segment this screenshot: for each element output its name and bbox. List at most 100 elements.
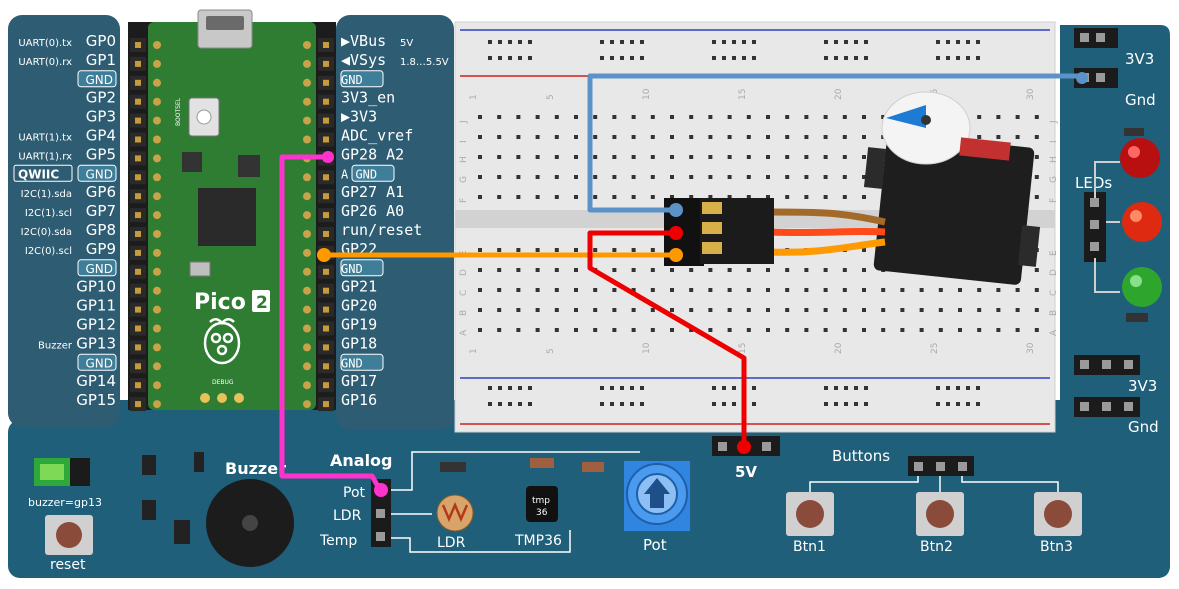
pin-func-left: UART(1).rx (18, 151, 72, 162)
header-pin-gold (323, 325, 329, 332)
header-pin-gold (323, 60, 329, 67)
rail-hole (864, 386, 868, 390)
five-v-label: 5V (735, 463, 757, 481)
pico-pad (303, 305, 311, 314)
rail-hole (864, 402, 868, 406)
label-gnd-top: Gnd (1125, 91, 1156, 109)
rail-hole (732, 402, 736, 406)
reset-button[interactable]: reset (45, 515, 93, 573)
bb-hole (785, 288, 790, 292)
bb-hole (804, 155, 809, 159)
rail-hole (712, 402, 716, 406)
btn2-label: Btn2 (920, 539, 953, 555)
bb-row-letter: A (1049, 329, 1059, 336)
bb-hole (1015, 288, 1020, 292)
pin-label-right: run/reset (341, 221, 422, 239)
bb-hole (612, 135, 617, 139)
buzzer-jumper[interactable]: buzzer=gp13 (28, 458, 102, 509)
pico-pad (303, 97, 311, 106)
rail-hole (620, 56, 624, 60)
left-gnd-box (77, 353, 117, 371)
bb-hole (689, 195, 694, 199)
wire-blue-gnd-to-servo[interactable] (587, 73, 1085, 213)
bb-hole (1034, 175, 1039, 179)
ldr-sensor: LDR (436, 494, 474, 551)
pico-pad (153, 78, 161, 87)
bb-hole (977, 328, 982, 332)
bb-hole (650, 175, 655, 179)
analog-pin-pot: Pot (343, 485, 366, 501)
header-pin-gold (135, 98, 141, 105)
rail-hole (844, 402, 848, 406)
pin-label-right: GP27 A1 (341, 183, 404, 201)
left-gnd-box (77, 70, 117, 88)
button-btn1[interactable]: Btn1 (786, 492, 834, 555)
bb-hole (535, 115, 540, 119)
rail-hole (712, 386, 716, 390)
rail-hole (824, 402, 828, 406)
bb-hole (670, 175, 674, 179)
bb-hole (938, 288, 943, 292)
bb-hole (497, 155, 502, 159)
label-3v3-top: 3V3 (1125, 50, 1154, 68)
rail-hole (488, 56, 492, 60)
bb-hole (497, 135, 502, 139)
bb-hole (650, 135, 655, 139)
bb-hole (516, 195, 521, 199)
bb-hole (842, 175, 847, 179)
bb-hole (708, 155, 713, 159)
rail-hole (752, 386, 756, 390)
header-pin (1102, 402, 1111, 411)
bb-hole (842, 155, 847, 159)
header-pin-gold (323, 306, 329, 313)
rail-hole (966, 402, 970, 406)
bb-hole (1034, 155, 1039, 159)
bb-hole (516, 175, 521, 179)
header-pin-gold (135, 344, 141, 351)
rail-hole (498, 386, 502, 390)
bb-col-number: 20 (834, 88, 844, 100)
rail-hole (640, 402, 644, 406)
rail-hole (722, 402, 726, 406)
rail-hole (712, 40, 716, 44)
bb-hole (497, 308, 502, 312)
bb-hole (708, 328, 713, 332)
pin-func-left: I2C(0).scl (25, 246, 72, 257)
pin-func-left: UART(0).rx (18, 57, 72, 68)
bb-hole (746, 288, 751, 292)
rail-hole (528, 386, 532, 390)
wire-red-5v-to-servo[interactable] (587, 230, 747, 449)
wire-pink-gp28-to-pot[interactable] (279, 154, 383, 493)
bb-row-letter: G (1049, 176, 1059, 183)
bb-hole (785, 175, 790, 179)
base-board-lower (8, 420, 1170, 578)
button-btn2[interactable]: Btn2 (916, 492, 964, 555)
rail-hole (752, 40, 756, 44)
header-pin-gold (135, 60, 141, 67)
bb-hole (862, 135, 866, 139)
rail-hole (620, 40, 624, 44)
pin-label-right: ▶3V3 (341, 108, 377, 126)
bb-hole (670, 288, 674, 292)
rail-hole (508, 386, 512, 390)
bb-hole (650, 155, 655, 159)
bb-row-letter: B (1049, 310, 1059, 316)
bb-row-letter: I (459, 140, 469, 143)
right-gnd-box (351, 164, 395, 182)
bb-hole (478, 175, 482, 179)
rail-hole (498, 56, 502, 60)
pin-label-left: GP12 (76, 316, 116, 334)
bb-hole (804, 288, 809, 292)
button-btn3[interactable]: Btn3 (1034, 492, 1082, 555)
bb-hole (574, 135, 578, 139)
pin-extra-right: 1.8…5.5V (400, 57, 449, 68)
rail-hole (528, 40, 532, 44)
rail-hole (610, 386, 614, 390)
label-3v3-bottom: 3V3 (1128, 377, 1157, 395)
rail-hole (976, 40, 980, 44)
debug-header: DEBUG (200, 379, 244, 403)
bb-hole (593, 135, 598, 139)
header-pin-gold (323, 401, 329, 408)
potentiometer[interactable]: Pot (624, 461, 690, 554)
